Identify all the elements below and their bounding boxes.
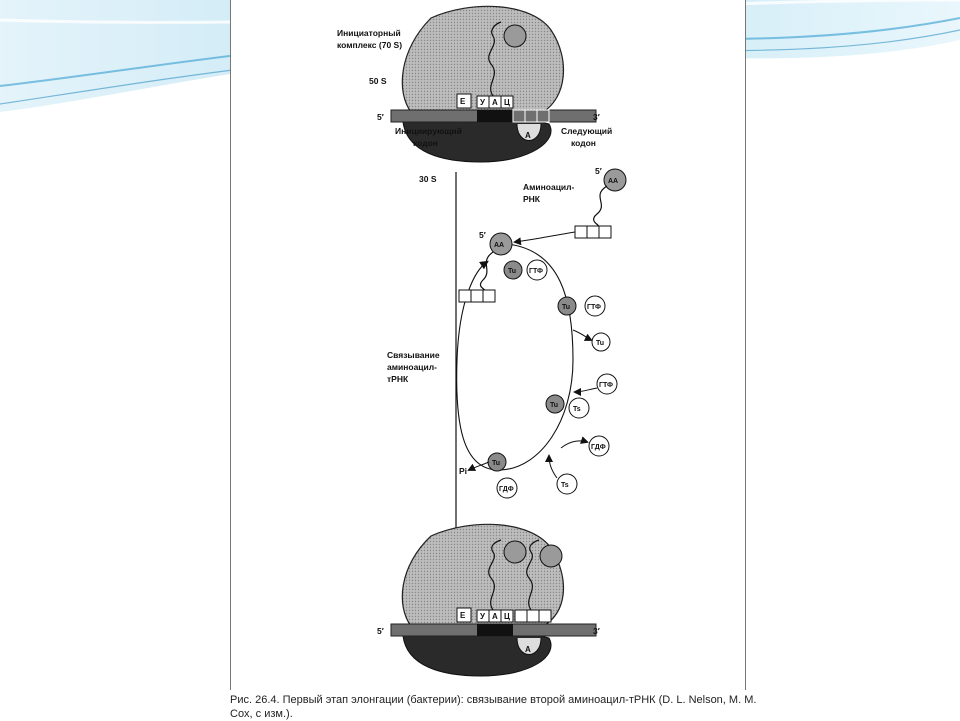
ts-circle-tuts [568, 397, 590, 419]
tu-gdp: Tu [492, 460, 500, 467]
fmet-circle-top [503, 24, 527, 48]
gtp-circle-right [584, 295, 606, 317]
bottom-elongation-complex: А У Г У А Ц E A 5′ 3′ [377, 523, 600, 677]
aa-ternary: АА [494, 242, 504, 249]
trna-bottom-p [488, 539, 502, 611]
anticodon-boxes-top [476, 95, 514, 109]
codon-3-bottom: Г [504, 626, 509, 635]
anticodon-boxes-ternary [458, 289, 496, 303]
tu-free: Tu [596, 340, 604, 347]
initiator-label-2: комплекс (70 S) [337, 40, 402, 50]
anticodon-1-bottom: У [480, 612, 486, 621]
gdp-circle-out [588, 435, 610, 457]
arrow-to-ternary [513, 231, 576, 246]
five-prime-top: 5′ [377, 112, 384, 122]
gtp-right: ГТФ [587, 304, 601, 311]
arrow-gdp-out [560, 436, 589, 449]
aa-circle-free [603, 168, 627, 192]
init-codon-label-1: Инициирующий [395, 126, 462, 136]
codon-3-top: Г [504, 112, 509, 121]
small-subunit-label: 30 S [419, 174, 437, 184]
aa-free: АА [608, 178, 618, 185]
anticodon-2-top: А [492, 98, 498, 107]
gtp-in: ГТФ [599, 382, 613, 389]
pi-label: Pi [459, 466, 467, 476]
ternary-five-prime: 5′ [479, 230, 486, 240]
site-a-bottom: A [525, 645, 531, 654]
codon-2-top: У [492, 112, 498, 121]
anticodon-1-top: У [480, 98, 486, 107]
aa-circle-ternary [489, 232, 513, 256]
aminoacyl-trna: Аминоацил- РНК 5′ АА [523, 166, 627, 239]
figure-panel: А У Г У А Ц E A Инициаторный комплекс (7… [230, 0, 746, 690]
site-e-box-top [456, 93, 472, 109]
fmet-circle-bottom [503, 540, 527, 564]
anticodon-3-top: Ц [504, 98, 510, 107]
binding-label-2: аминоацил- [387, 362, 437, 372]
gdp-bottom: ГДФ [499, 486, 514, 493]
gtp-ternary: ГТФ [529, 268, 543, 275]
anticodon-boxes-bottom [476, 609, 552, 623]
next-codon-label-2: кодон [571, 138, 596, 148]
trna-free [593, 185, 608, 227]
gdp-out: ГДФ [591, 444, 606, 451]
tu-circle-ternary [503, 260, 523, 280]
tu-circle-gtp [557, 296, 577, 316]
gtp-circle-ternary [526, 259, 548, 281]
gtp-circle-in [596, 373, 618, 395]
ts-tuts: Ts [573, 406, 581, 413]
site-e-box-bottom [456, 607, 472, 623]
top-initiator-complex: А У Г У А Ц E A Инициаторный комплекс (7… [337, 5, 612, 184]
trna-top [488, 21, 502, 97]
arrow-tu-release [572, 329, 593, 341]
ts-in: Ts [561, 482, 569, 489]
site-a-top: A [525, 131, 531, 140]
binding-label-1: Связывание [387, 350, 440, 360]
trna-bottom-a [526, 539, 540, 611]
aa-circle-bottom [539, 544, 563, 568]
ts-circle-in [556, 473, 578, 495]
five-prime-bottom: 5′ [377, 626, 384, 636]
aminoacyl-five-prime: 5′ [595, 166, 602, 176]
anticodon-2-bottom: А [492, 612, 498, 621]
arrow-pi [467, 461, 490, 471]
site-e-bottom: E [460, 611, 466, 620]
large-subunit-label-top: 50 S [369, 76, 387, 86]
three-prime-bottom: 3′ [593, 626, 600, 636]
next-codon-label-1: Следующий [561, 126, 612, 136]
tu-circle-free [591, 332, 611, 352]
init-codon-label-2: кодон [413, 138, 438, 148]
codon-2-bottom: У [492, 626, 498, 635]
mrna-codon-boxes-top [477, 109, 550, 123]
tu-gtp: Tu [562, 304, 570, 311]
initiator-label-1: Инициаторный [337, 28, 401, 38]
binding-label-3: тРНК [387, 374, 409, 384]
tu-ternary: Tu [508, 268, 516, 275]
three-prime-top: 3′ [593, 112, 600, 122]
codon-1-top: А [480, 112, 486, 121]
aminoacyl-label-2: РНК [523, 194, 541, 204]
ef-tu-cycle: 5′ АА Tu ГТФ Tu ГТФ Tu ГТФ Tu Ts ГДФ Ts [387, 230, 618, 499]
codon-1-bottom: А [480, 626, 486, 635]
elongation-diagram: А У Г У А Ц E A Инициаторный комплекс (7… [337, 5, 627, 677]
tu-tuts: Tu [550, 402, 558, 409]
gdp-circle-bottom [496, 477, 518, 499]
arrow-gtp-in [573, 387, 598, 396]
figure-caption: Рис. 26.4. Первый этап элонгации (бактер… [230, 694, 757, 720]
arrow-ts-in [545, 454, 558, 479]
aminoacyl-label-1: Аминоацил- [523, 182, 575, 192]
trna-ternary [479, 251, 494, 291]
a-site-pocket-bottom [516, 637, 542, 655]
anticodon-3-bottom: Ц [504, 612, 510, 621]
mrna-codon-boxes-bottom [477, 624, 513, 636]
anticodon-boxes-free [574, 225, 612, 239]
tu-circle-tuts [545, 394, 565, 414]
site-e-top: E [460, 97, 466, 106]
a-site-pocket-top [516, 123, 542, 141]
